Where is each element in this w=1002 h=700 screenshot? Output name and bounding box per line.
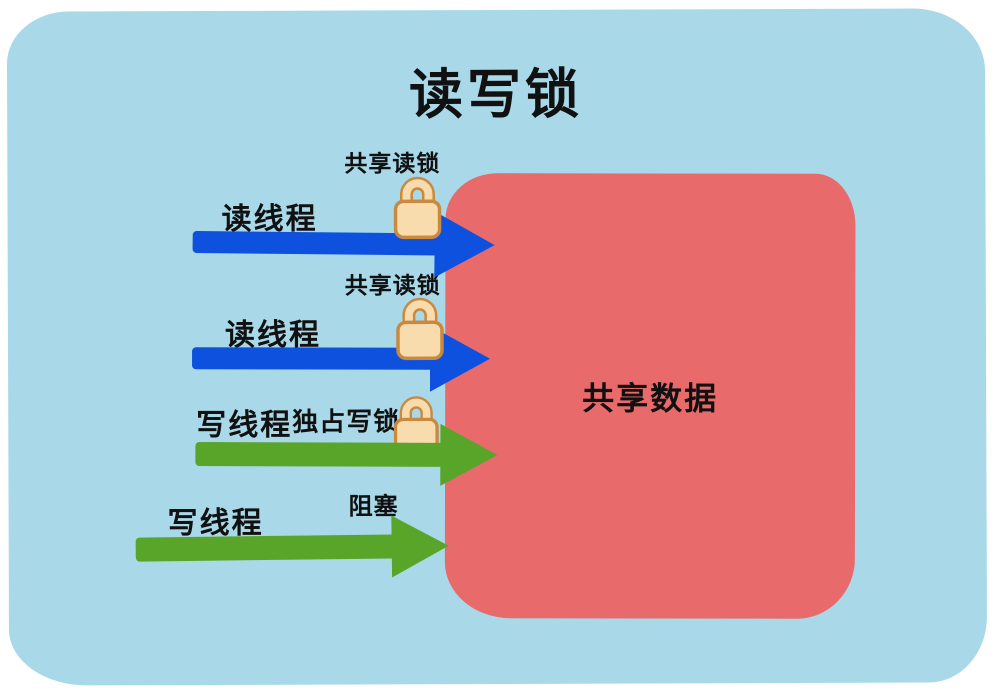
write-arrow-2-head [391,514,450,578]
shared-data-label: 共享数据 [582,379,719,417]
write-arrow-2-shaft [135,534,398,562]
read-arrow-1 [192,209,495,279]
background-panel: 读写锁 共享数据 共享读锁 读线程 共享读锁 读线程 [6,8,988,686]
write-arrow-1-head [440,423,498,487]
padlock-icon-shared-read-1 [391,168,443,245]
shared-data-box: 共享数据 [444,173,856,619]
diagram-title: 读写锁 [409,64,584,126]
padlock-icon-shared-read-2 [394,289,446,366]
write-arrow-1 [195,422,498,487]
write-arrow-2-blocked [135,514,450,582]
write-arrow-1-shaft [195,441,447,467]
